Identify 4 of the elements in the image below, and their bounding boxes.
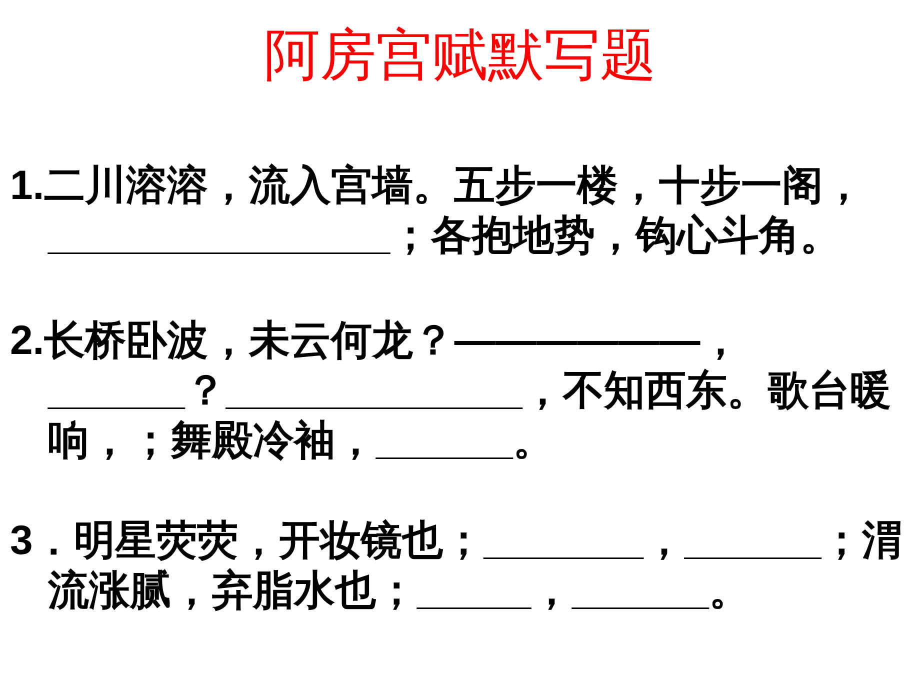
title: 阿房宫赋默写题 — [263, 22, 657, 90]
question-text: 2.长桥卧波，未云何龙？——————，______？_____________，不知西东。歌台暖响，；舞殿冷袖，______。 — [10, 316, 892, 465]
question-text: 1.二川溶溶，流入宫墙。五步一楼，十步一阁，_______________；各抱地势，钩心斗角。 — [10, 161, 866, 260]
question-text: 3．明星荧荧，开妆镜也；_______，______；渭流涨腻，弃脂水也；_____，______。 — [10, 516, 904, 615]
